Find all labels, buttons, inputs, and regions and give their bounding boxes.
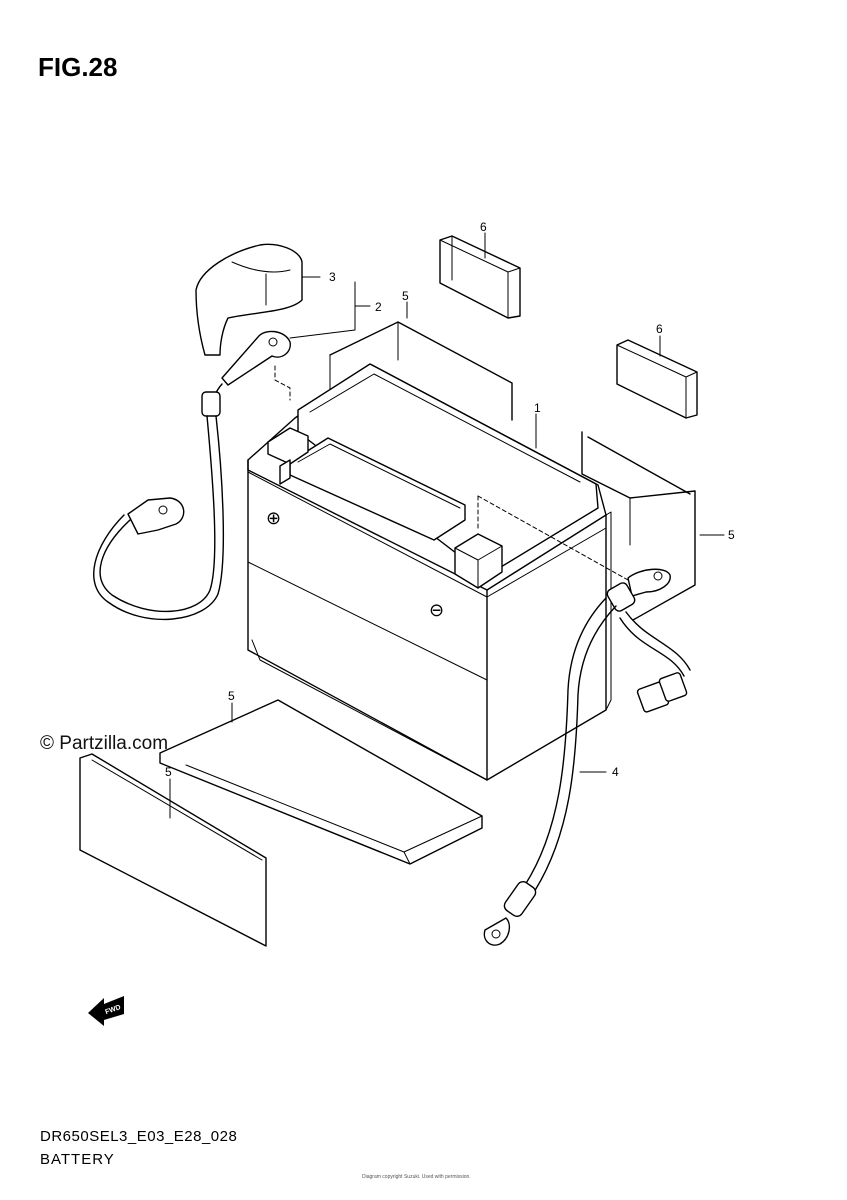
callout-5-front: 5 xyxy=(165,765,172,779)
footer-note: Diagram copyright Suzuki. Used with perm… xyxy=(362,1174,471,1180)
positive-cable-part-4 xyxy=(483,568,691,946)
model-code: DR650SEL3_E03_E28_028 xyxy=(40,1128,238,1145)
callout-4: 4 xyxy=(612,765,619,779)
pad-part-6-upper xyxy=(439,235,521,319)
positive-terminal-symbol: ⊕ xyxy=(266,508,281,529)
battery-part-1: ⊕ ⊖ xyxy=(247,363,612,781)
callout-leaders xyxy=(169,232,725,819)
callout-5-rear: 5 xyxy=(402,289,409,303)
callout-6-right: 6 xyxy=(656,322,663,336)
callout-5-bottom: 5 xyxy=(228,689,235,703)
callout-6-upper: 6 xyxy=(480,220,487,234)
negative-terminal-symbol: ⊖ xyxy=(429,600,444,621)
callout-1: 1 xyxy=(534,401,541,415)
figure-title: FIG.28 xyxy=(38,52,118,82)
terminal-cap-part-3 xyxy=(195,243,303,356)
pad-part-6-right xyxy=(616,339,698,419)
pad-part-5-side xyxy=(581,431,696,621)
pad-part-5-rear xyxy=(329,321,513,421)
callout-2: 2 xyxy=(375,300,382,314)
callout-3: 3 xyxy=(329,270,336,284)
pad-part-5-front xyxy=(79,753,267,947)
watermark: © Partzilla.com xyxy=(40,733,169,754)
diagram-caption: BATTERY xyxy=(40,1151,115,1168)
callout-labels: 6 6 3 2 5 1 5 4 5 5 xyxy=(165,220,735,779)
negative-cable-part-2 xyxy=(93,330,291,621)
fwd-arrow-icon: FWD xyxy=(88,996,124,1026)
pad-part-5-bottom xyxy=(159,699,483,865)
callout-5-side: 5 xyxy=(728,528,735,542)
